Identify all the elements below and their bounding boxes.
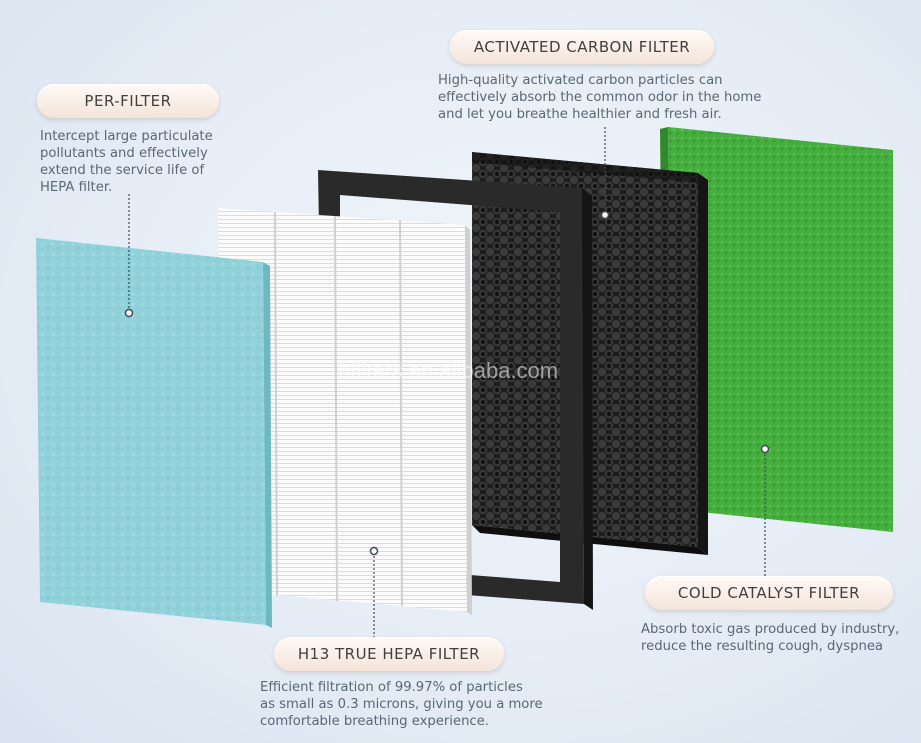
prefilter-desc-line: extend the service life of (40, 163, 205, 178)
catalyst-title-badge: COLD CATALYST FILTER (645, 576, 893, 610)
prefilter-desc-line: pollutants and effectively (40, 146, 208, 161)
carbon-desc-line: and let you breathe healthier and fresh … (438, 107, 722, 122)
carbon-desc-line: effectively absorb the common odor in th… (438, 90, 762, 105)
frame-holder (318, 170, 593, 610)
hepa-filter (218, 208, 472, 615)
prefilter-description: Intercept large particulate pollutants a… (40, 128, 213, 196)
carbon-description: High-quality activated carbon particles … (438, 72, 761, 123)
prefilter-title-badge: PER-FILTER (37, 84, 219, 118)
carbon-title-badge: ACTIVATED CARBON FILTER (450, 30, 714, 64)
hepa-title-badge: H13 TRUE HEPA FILTER (274, 637, 504, 671)
prefilter-title: PER-FILTER (84, 92, 172, 110)
hepa-description: Efficient filtration of 99.97% of partic… (260, 679, 543, 730)
hepa-desc-line: comfortable breathing experience. (260, 714, 489, 729)
catalyst-desc-line: Absorb toxic gas produced by industry, (641, 622, 900, 637)
catalyst-desc-line: reduce the resulting cough, dyspnea (641, 639, 884, 654)
hepa-title: H13 TRUE HEPA FILTER (297, 645, 481, 663)
watermark-text: hfilters.en.alibaba.com (338, 358, 559, 383)
leader-dots (124, 210, 770, 556)
catalyst-description: Absorb toxic gas produced by industry, r… (641, 621, 899, 655)
prefilter (36, 238, 272, 628)
catalyst-title: COLD CATALYST FILTER (677, 584, 861, 602)
hepa-desc-line: Efficient filtration of 99.97% of partic… (260, 680, 523, 695)
hepa-desc-line: as small as 0.3 microns, giving you a mo… (260, 697, 543, 712)
leader-lines (128, 127, 766, 637)
carbon-desc-line: High-quality activated carbon particles … (438, 73, 723, 88)
prefilter-desc-line: HEPA filter. (40, 180, 113, 195)
carbon-title: ACTIVATED CARBON FILTER (473, 38, 691, 56)
prefilter-desc-line: Intercept large particulate (40, 129, 213, 144)
